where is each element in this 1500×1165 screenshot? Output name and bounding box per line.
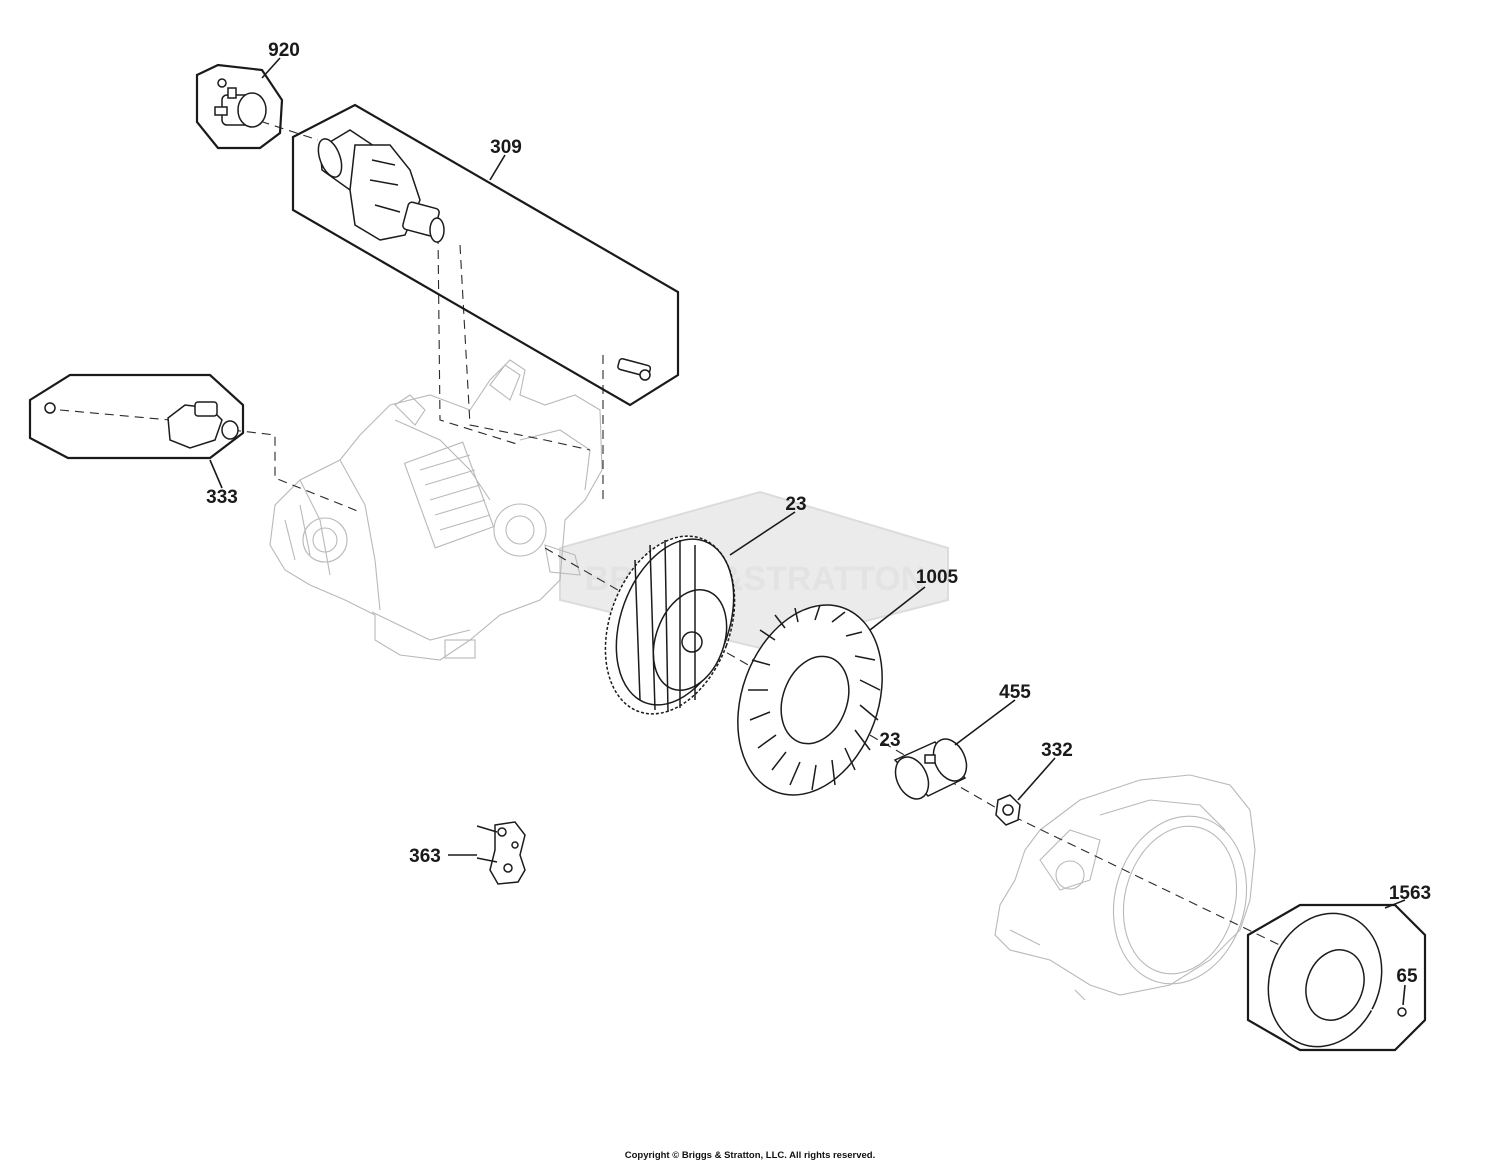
copyright-notice: Copyright © Briggs & Stratton, LLC. All … bbox=[624, 1150, 876, 1161]
callout-23-flywheel: 23 bbox=[785, 494, 806, 515]
callout-1563: 1563 bbox=[1389, 883, 1431, 904]
part-363-bracket bbox=[476, 821, 526, 885]
blower-housing-ghost bbox=[994, 774, 1256, 1001]
part-920-solenoid bbox=[195, 63, 284, 150]
part-23-flywheel bbox=[604, 535, 736, 715]
callout-920: 920 bbox=[268, 40, 300, 61]
part-309-starter-motor bbox=[291, 103, 680, 407]
part-332-nut bbox=[995, 794, 1021, 826]
callout-363: 363 bbox=[409, 846, 441, 867]
part-1563-grille bbox=[1246, 903, 1427, 1052]
callout-332: 332 bbox=[1041, 740, 1073, 761]
callout-309: 309 bbox=[490, 137, 522, 158]
part-1005-fan bbox=[737, 604, 883, 796]
part-333-relay bbox=[28, 373, 245, 460]
callout-23-key: 23 bbox=[879, 730, 900, 751]
engine-block-ghost bbox=[269, 359, 603, 661]
part-455-cup bbox=[893, 738, 968, 800]
callout-65: 65 bbox=[1396, 966, 1418, 987]
callout-1005: 1005 bbox=[916, 567, 959, 588]
callout-333: 333 bbox=[206, 487, 238, 508]
callout-455: 455 bbox=[999, 682, 1031, 703]
leader-lines bbox=[209, 57, 1406, 1006]
